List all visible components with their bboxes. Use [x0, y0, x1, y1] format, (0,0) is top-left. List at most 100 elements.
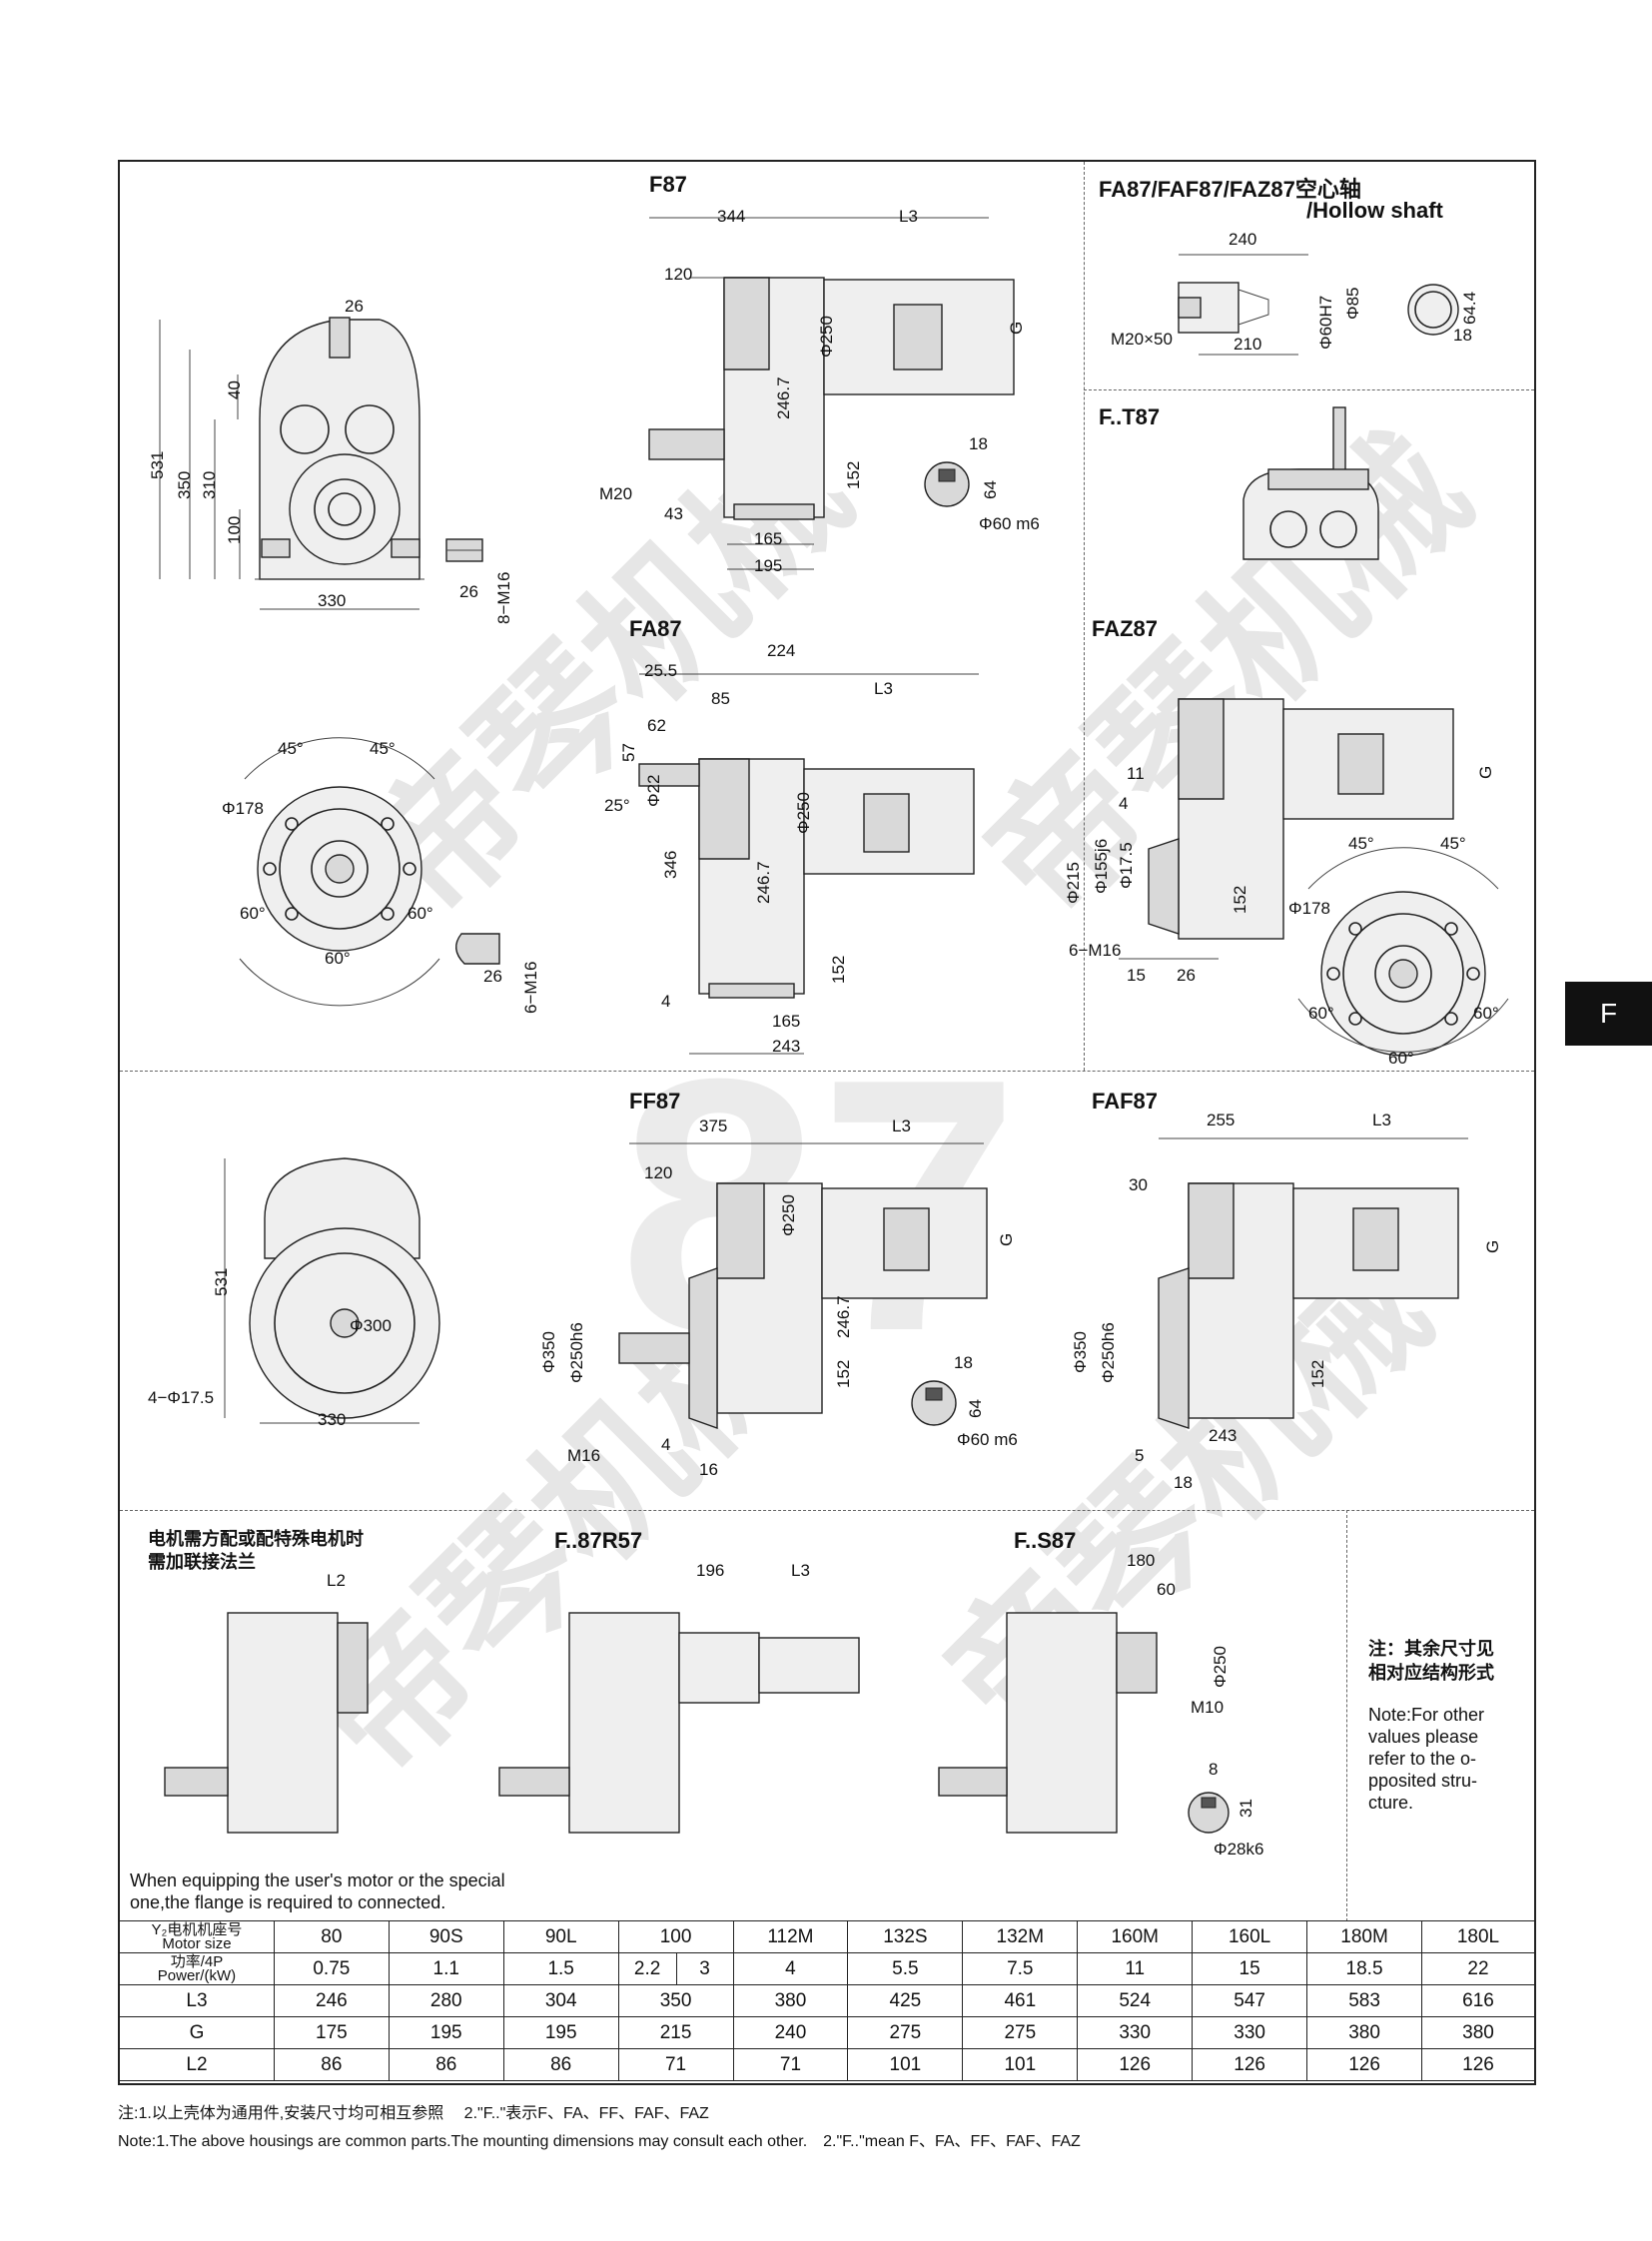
dim-label: M20×50 — [1111, 330, 1173, 349]
hollow-shaft-view — [1178, 254, 1459, 356]
table-row-l3: L3 246 280 304 350 380 425 461 524 547 5… — [119, 1984, 1535, 2017]
ft87-view — [1242, 406, 1379, 560]
table-cell: 5.5 — [847, 1952, 964, 1985]
table-cell: 3 — [675, 1952, 734, 1985]
dim-label: 531 — [212, 1267, 231, 1296]
dim-label: 31 — [1237, 1799, 1255, 1818]
note-other-en-2: values please — [1368, 1727, 1479, 1747]
dim-label: 120 — [664, 265, 693, 284]
dim-label: Φ250 — [1211, 1646, 1230, 1688]
table-cell: 280 — [388, 1984, 504, 2017]
dim-label: 16 — [699, 1460, 718, 1479]
dim-label: 60° — [408, 904, 433, 923]
dim-label: 25.5 — [644, 661, 678, 680]
dim-label: Φ178 — [1288, 899, 1330, 918]
table-cell: 583 — [1306, 1984, 1422, 2017]
table-cell: 126 — [1077, 2048, 1194, 2081]
note-other-en-4: pposited stru- — [1368, 1771, 1478, 1791]
table-cell: 71 — [617, 2048, 734, 2081]
dim-label: Φ350 — [539, 1331, 558, 1373]
table-cell: 18.5 — [1306, 1952, 1422, 1985]
dim-label: 60° — [240, 904, 266, 923]
dim-label: Φ350 — [1071, 1331, 1090, 1373]
dim-label: 246.7 — [754, 861, 773, 904]
table-cell: 195 — [502, 2016, 619, 2049]
table-cell: 180M — [1306, 1920, 1422, 1953]
table-cell: 7.5 — [962, 1952, 1079, 1985]
dim-label: 180 — [1127, 1551, 1156, 1570]
table-cell: 160M — [1077, 1920, 1194, 1953]
dim-label: 26 — [483, 967, 502, 986]
flange-motor-view — [164, 1612, 369, 1834]
table-cell: 126 — [1421, 2048, 1535, 2081]
dim-label: 45° — [370, 739, 396, 758]
table-cell: 246 — [273, 1984, 390, 2017]
section-title-fs87: F..S87 — [1014, 1528, 1077, 1553]
dim-label: 100 — [225, 515, 244, 544]
dim-label: 4 — [661, 1435, 671, 1454]
dim-label: 60° — [1473, 1004, 1499, 1023]
table-cell: 126 — [1306, 2048, 1422, 2081]
table-cell: 112M — [732, 1920, 849, 1953]
table-cell: 195 — [388, 2016, 504, 2049]
dim-label: 344 — [717, 207, 746, 226]
table-cell: 330 — [1077, 2016, 1194, 2049]
section-title-faz87: FAZ87 — [1092, 616, 1159, 641]
dim-label: 165 — [772, 1012, 801, 1031]
dim-label: Φ250h6 — [567, 1322, 586, 1383]
f87-front-view — [159, 317, 483, 610]
row-header: G — [119, 2016, 275, 2049]
dim-label: 57 — [619, 743, 638, 762]
fr87-view — [498, 1612, 860, 1834]
note-other-cn-2: 相对应结构形式 — [1368, 1663, 1494, 1683]
dim-label: 310 — [200, 470, 219, 499]
table-cell: 4 — [732, 1952, 849, 1985]
section-title-f87: F87 — [649, 172, 687, 197]
dim-label: L3 — [791, 1561, 810, 1580]
dim-label: L3 — [892, 1117, 911, 1135]
dim-label: 4 — [661, 992, 671, 1011]
dim-label: Φ250 — [779, 1194, 798, 1236]
faz87-flange-view — [1297, 847, 1509, 1057]
dim-label: 64.4 — [1460, 291, 1479, 325]
dim-label: 350 — [175, 470, 194, 499]
dim-label: 255 — [1207, 1111, 1236, 1129]
dim-label: 45° — [1440, 834, 1466, 853]
dim-label: Φ60H7 — [1316, 295, 1335, 350]
dim-label: 26 — [345, 297, 364, 316]
note-motor-cn-1: 电机需方配或配特殊电机时 — [148, 1529, 364, 1549]
dim-label: 8 — [1209, 1760, 1219, 1779]
table-cell: 11 — [1077, 1952, 1194, 1985]
table-cell: 380 — [1421, 2016, 1535, 2049]
table-cell: 175 — [273, 2016, 390, 2049]
dim-label: 60° — [1388, 1049, 1414, 1068]
table-cell: 616 — [1421, 1984, 1535, 2017]
dim-label: Φ60 m6 — [957, 1430, 1018, 1449]
dim-label: 45° — [1348, 834, 1374, 853]
dim-label: 15 — [1127, 966, 1146, 985]
table-cell: 100 — [617, 1920, 734, 1953]
dim-label: 60 — [1157, 1580, 1176, 1599]
table-cell: 1.1 — [388, 1952, 504, 1985]
dim-label: 243 — [1209, 1426, 1238, 1445]
fs87-view — [938, 1612, 1230, 1834]
dim-label: 196 — [696, 1561, 725, 1580]
dim-label: 4 — [1119, 794, 1129, 813]
dim-label: 30 — [1129, 1175, 1148, 1194]
table-cell: 101 — [962, 2048, 1079, 2081]
dim-label: Φ178 — [222, 799, 264, 818]
dim-label: 240 — [1229, 230, 1257, 249]
dim-label: 6−M16 — [1069, 941, 1122, 960]
table-row-l2: L2 86 86 86 71 71 101 101 126 126 126 12… — [119, 2048, 1535, 2081]
table-cell: 380 — [732, 1984, 849, 2017]
table-cell: 380 — [1306, 2016, 1422, 2049]
dim-label: M16 — [567, 1446, 601, 1465]
table-cell: 1.5 — [502, 1952, 619, 1985]
dim-label: 330 — [318, 1410, 347, 1429]
dim-label: 152 — [1231, 885, 1249, 914]
table-cell: 524 — [1077, 1984, 1194, 2017]
note-other-cn-1: 注：其余尺寸见 — [1368, 1639, 1494, 1659]
